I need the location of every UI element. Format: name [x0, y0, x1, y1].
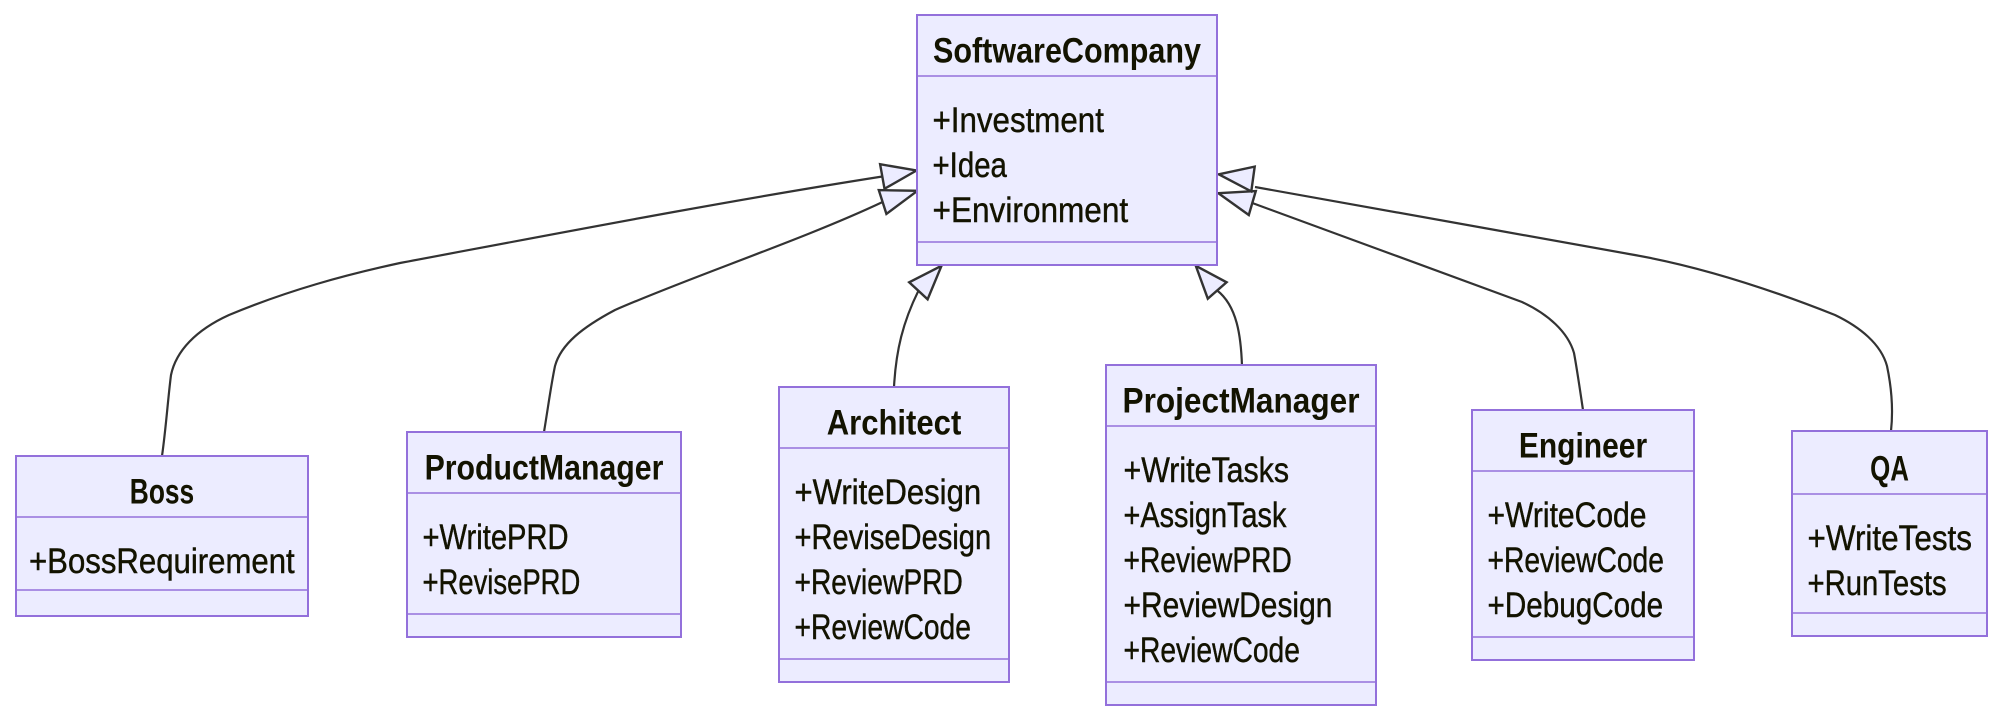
svg-text:Architect: Architect	[827, 404, 962, 443]
svg-text:+WritePRD: +WritePRD	[423, 518, 569, 557]
svg-text:ProductManager: ProductManager	[425, 449, 664, 488]
svg-text:ProjectManager: ProjectManager	[1123, 382, 1360, 421]
svg-text:Boss: Boss	[130, 473, 194, 512]
svg-text:+RunTests: +RunTests	[1808, 564, 1947, 603]
svg-text:+ReviewPRD: +ReviewPRD	[1124, 541, 1292, 580]
svg-text:+ReviewCode: +ReviewCode	[795, 608, 971, 647]
svg-text:Engineer: Engineer	[1519, 427, 1648, 466]
svg-text:+ReviewPRD: +ReviewPRD	[795, 563, 963, 602]
svg-text:+ReviseDesign: +ReviseDesign	[795, 518, 992, 557]
svg-text:+DebugCode: +DebugCode	[1488, 586, 1664, 625]
svg-text:+RevisePRD: +RevisePRD	[423, 563, 581, 602]
svg-text:+Environment: +Environment	[933, 191, 1129, 230]
svg-text:+BossRequirement: +BossRequirement	[29, 542, 295, 581]
svg-text:+Investment: +Investment	[933, 101, 1105, 140]
svg-text:+ReviewCode: +ReviewCode	[1124, 631, 1300, 670]
svg-text:+WriteDesign: +WriteDesign	[795, 473, 982, 512]
svg-text:+AssignTask: +AssignTask	[1124, 496, 1287, 535]
svg-text:QA: QA	[1870, 450, 1909, 489]
svg-text:+WriteCode: +WriteCode	[1488, 496, 1647, 535]
svg-text:SoftwareCompany: SoftwareCompany	[933, 32, 1201, 71]
svg-text:+WriteTests: +WriteTests	[1808, 519, 1973, 558]
svg-text:+ReviewDesign: +ReviewDesign	[1124, 586, 1333, 625]
svg-text:+Idea: +Idea	[933, 146, 1008, 185]
svg-text:+WriteTasks: +WriteTasks	[1124, 451, 1290, 490]
svg-text:+ReviewCode: +ReviewCode	[1488, 541, 1664, 580]
